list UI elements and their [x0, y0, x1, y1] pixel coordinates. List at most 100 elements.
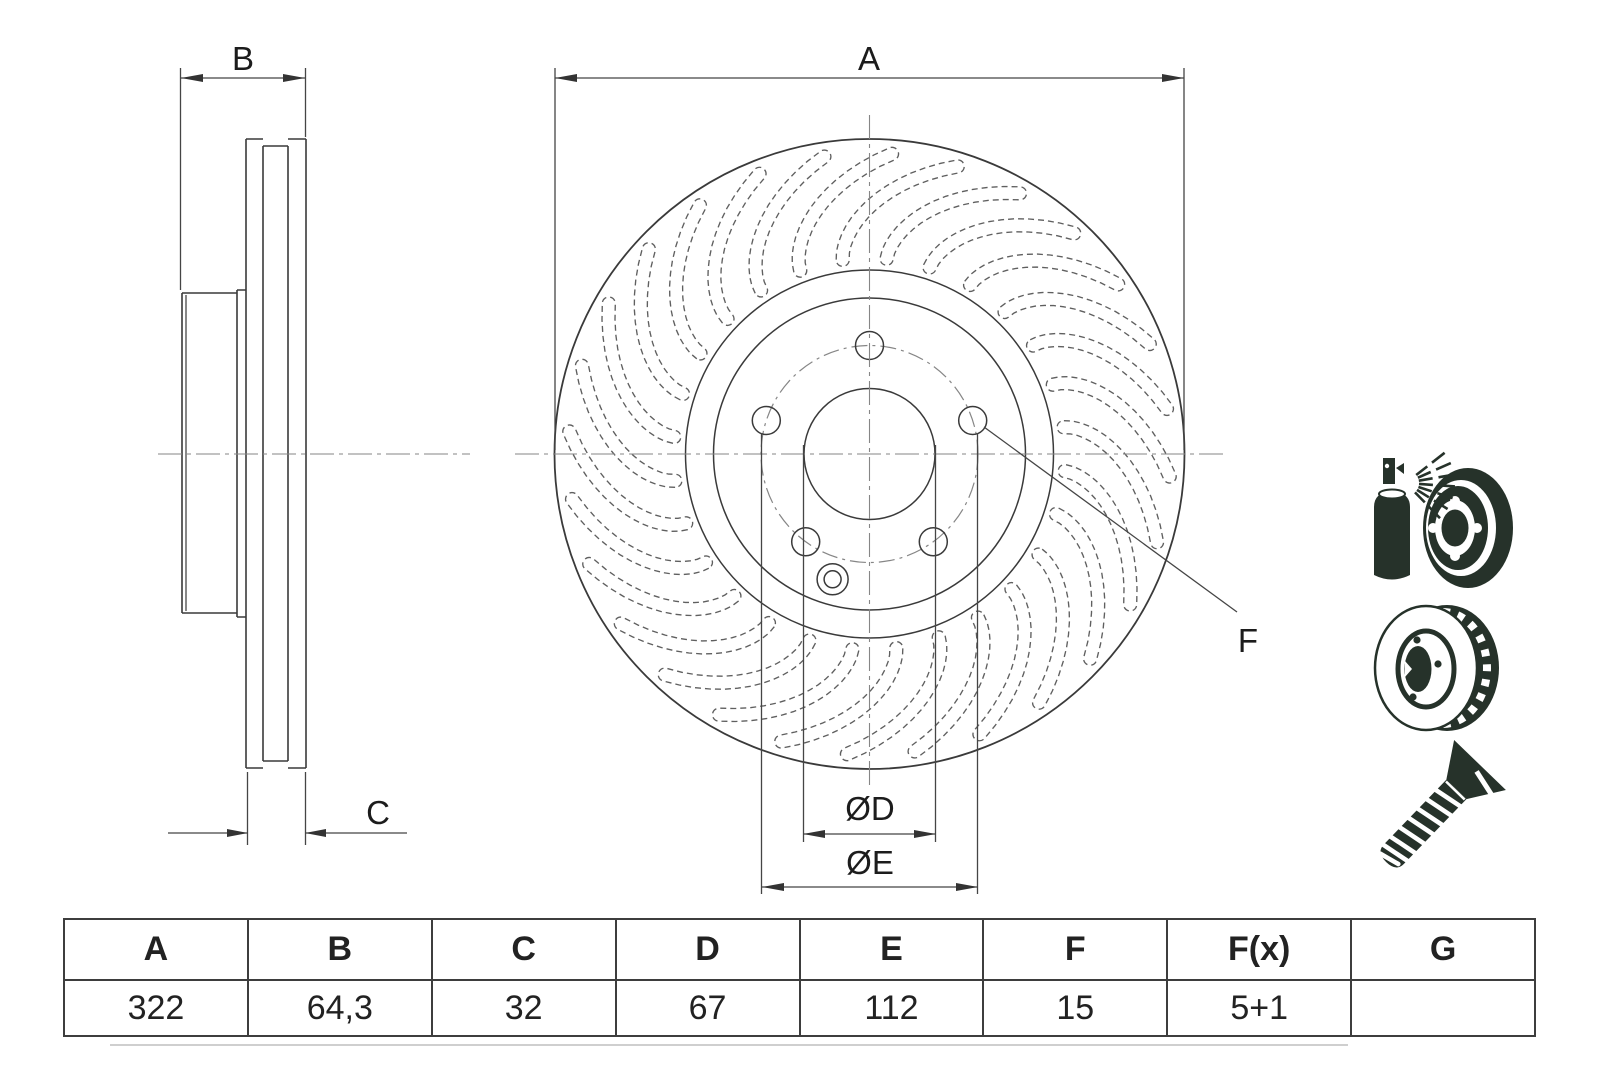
value-E: 112: [798, 979, 985, 1037]
vent-slot: [562, 424, 694, 532]
dimension-lines: [168, 68, 1238, 894]
centerlines: [158, 115, 1223, 787]
vent-slot: [707, 166, 767, 327]
screw-thread-line: [1378, 841, 1412, 865]
label-OE: ØE: [846, 844, 894, 881]
vent-slot: [997, 291, 1157, 352]
vent-slot: [1057, 463, 1138, 612]
value-Fx: 5+1: [1166, 979, 1353, 1037]
screw-thread-line: [1422, 795, 1456, 820]
vent-slot: [1025, 332, 1175, 417]
spray-mist-dash: [1437, 491, 1453, 500]
vented-disc-bore: [1404, 646, 1432, 692]
side-view-cross-section: [181, 138, 307, 769]
value-F: 15: [982, 979, 1169, 1037]
wheel-bolt-hole: [751, 405, 782, 436]
countersunk-screw-icon: [1378, 739, 1506, 868]
wheel-bolt-hole: [790, 527, 821, 557]
value-D: 67: [614, 979, 801, 1037]
locking-screw-hole-inner: [823, 570, 842, 589]
label-OD: ØD: [845, 790, 895, 827]
dimension-table-header-row: A B C D E F F(x) G: [63, 918, 1536, 981]
vent-slot: [613, 615, 777, 655]
spray-can-body: [1374, 492, 1410, 580]
value-B: 64,3: [246, 979, 433, 1037]
spray-mist-dash: [1417, 470, 1432, 479]
label-C: C: [366, 794, 390, 831]
vent-slot: [748, 149, 832, 298]
vented-disc-lug-holes: [1409, 636, 1442, 701]
vented-disc-icon: [1373, 604, 1499, 732]
spray-mist-dash: [1438, 484, 1455, 488]
screw-thread-line: [1404, 814, 1438, 838]
hole-F-leader-line: [983, 426, 1238, 613]
col-header-G: G: [1350, 918, 1536, 981]
spray-can-nozzle: [1383, 458, 1395, 484]
vented-disc-keyway: [1405, 661, 1412, 677]
coated-disc-center: [1441, 509, 1469, 547]
spray-mist-dash: [1433, 499, 1449, 511]
vented-disc-vent-slots: [1442, 608, 1491, 728]
spray-mist-dash: [1414, 491, 1426, 504]
dim-B-extension-lines: [179, 68, 307, 290]
dimension-table-value-row: 322 64,3 32 67 112 15 5+1: [63, 979, 1536, 1037]
spray-mist-dash: [1435, 461, 1452, 471]
table-shadow-line: [110, 1044, 1348, 1046]
vent-slot: [922, 218, 1082, 275]
vent-slot: [582, 556, 742, 617]
col-header-D: D: [614, 918, 801, 981]
dim-D-extension-lines: [802, 445, 937, 842]
col-header-B: B: [246, 918, 433, 981]
col-header-Fx: F(x): [1166, 918, 1353, 981]
spray-mist-lines: [1414, 451, 1455, 520]
vent-slot: [1045, 376, 1177, 484]
label-A: A: [858, 40, 880, 77]
spray-can-rim: [1378, 488, 1406, 500]
spray-mist-dash: [1418, 485, 1433, 493]
vent-slot: [1031, 547, 1071, 710]
wheel-bolt-hole: [918, 527, 949, 557]
screw-thread-line: [1413, 805, 1447, 829]
vent-slot: [657, 633, 817, 690]
vent-slot: [907, 610, 991, 759]
wheel-bolt-hole: [957, 405, 988, 436]
value-C: 32: [430, 979, 617, 1037]
spray-mist-dash: [1418, 477, 1433, 482]
dim-E-extension-lines: [760, 433, 979, 894]
vent-slot: [1056, 420, 1165, 550]
vent-slots-hidden-lines: [562, 146, 1177, 762]
spray-mist-dash: [1431, 451, 1446, 464]
screw-thread-line: [1395, 823, 1429, 848]
value-G: [1350, 979, 1536, 1037]
screw-slot: [1474, 770, 1498, 803]
dim-C-extension-lines: [246, 772, 307, 845]
vent-slot: [839, 630, 948, 762]
col-header-E: E: [798, 918, 985, 981]
vent-slot: [962, 253, 1126, 293]
plate-bottom-edges: [246, 760, 306, 769]
label-B: B: [232, 40, 254, 77]
vent-slot: [564, 491, 714, 576]
screw-head: [1446, 739, 1506, 800]
vent-slot: [972, 581, 1032, 742]
screw-thread-line: [1386, 833, 1420, 857]
screw-thread-line: [1378, 851, 1401, 867]
hat-outline: [181, 292, 237, 614]
screw-threads: [1378, 786, 1465, 867]
spray-mist-dash: [1427, 505, 1441, 520]
spray-mist-dash: [1416, 488, 1430, 499]
value-A: 322: [63, 979, 249, 1037]
spray-can-nozzle-hole: [1384, 463, 1390, 469]
label-F: F: [1238, 622, 1258, 659]
dimension-arrowheads: [181, 74, 1184, 891]
vent-slot: [879, 185, 1028, 266]
locking-screw-hole-outer: [816, 563, 849, 596]
spray-mist-dash: [1415, 465, 1429, 477]
vent-slot: [1048, 506, 1106, 666]
dimension-labels: B A C ØD ØE F: [232, 40, 1258, 881]
vent-slot: [601, 296, 682, 445]
dim-A-extension-lines: [554, 68, 1185, 450]
spray-mist-dash: [1418, 482, 1433, 487]
